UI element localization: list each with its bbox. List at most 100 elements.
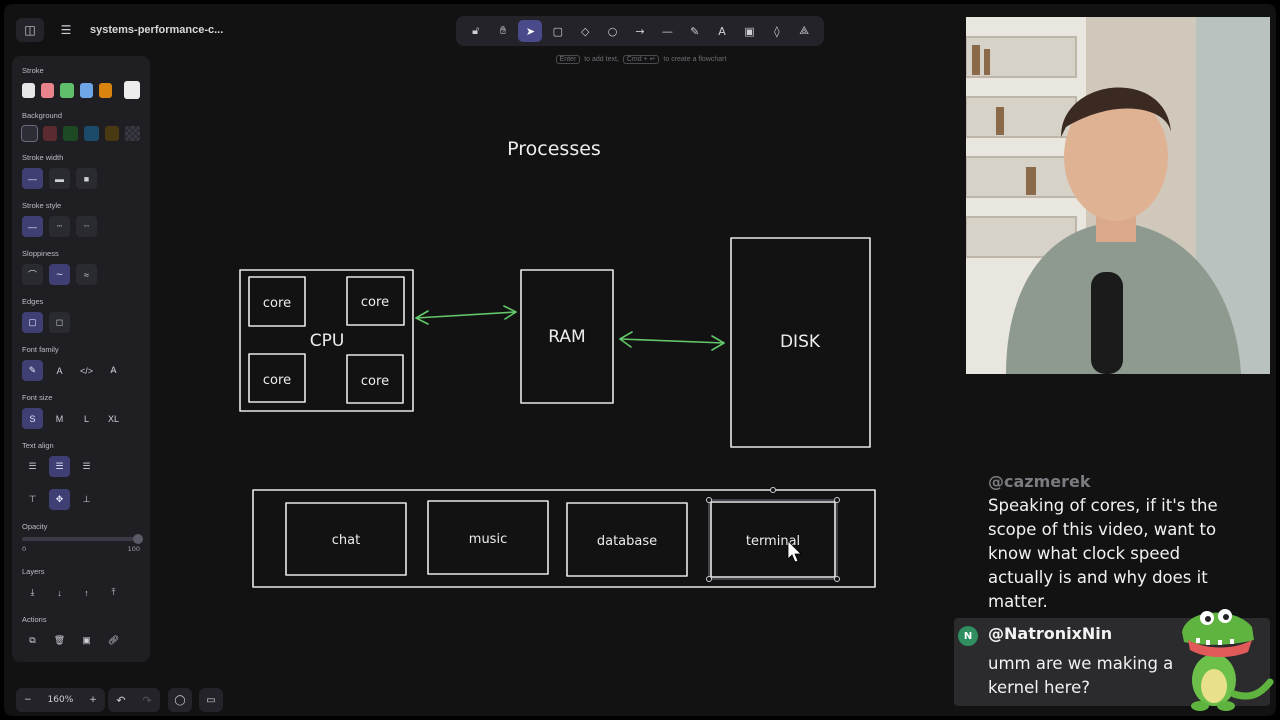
hint-text-add: to add text, bbox=[584, 56, 619, 63]
redo-icon[interactable]: ↷ bbox=[142, 693, 152, 707]
comment-button[interactable]: ◯ bbox=[168, 688, 192, 712]
stroke-width-extra-bold-button[interactable]: ■ bbox=[76, 168, 97, 189]
sloppiness-cartoonist-button[interactable]: ≈ bbox=[76, 264, 97, 285]
core-label: core bbox=[361, 295, 389, 310]
text-align-label: Text align bbox=[22, 441, 54, 450]
text-tool[interactable]: A bbox=[710, 20, 734, 42]
selection-icon: ➤ bbox=[525, 24, 536, 38]
font-size-s-button[interactable]: S bbox=[22, 408, 43, 429]
stroke-style-dashed-button[interactable]: ┄ bbox=[49, 216, 70, 237]
opacity-slider[interactable] bbox=[22, 534, 143, 544]
stroke-width-thin-button[interactable]: — bbox=[22, 168, 43, 189]
stroke-color-swatch[interactable] bbox=[98, 82, 113, 98]
send-to-back-button[interactable]: ⤓ bbox=[30, 587, 35, 597]
text-icon: A bbox=[718, 24, 726, 38]
diamond-tool[interactable]: ◇ bbox=[573, 20, 597, 42]
diamond-icon: ◇ bbox=[580, 24, 590, 38]
align-left-button[interactable]: ☰ bbox=[28, 461, 37, 471]
sloppiness-architect-button[interactable]: ⌒ bbox=[22, 264, 43, 285]
library-button[interactable]: ◫ bbox=[16, 18, 44, 42]
stroke-color-swatch[interactable] bbox=[22, 82, 36, 98]
shape-toolbar: 🔓︎ ✋︎ ➤ ▢ ◇ ○ → — ✎ A ▣◊⟁ bbox=[456, 16, 824, 46]
process-box-database bbox=[566, 502, 688, 577]
font-normal-button[interactable]: A bbox=[56, 365, 63, 376]
background-color-swatch[interactable] bbox=[84, 126, 99, 141]
background-color-swatch[interactable] bbox=[21, 125, 38, 142]
process-container bbox=[252, 489, 876, 588]
bring-to-front-button[interactable]: ⤒ bbox=[111, 587, 116, 597]
core-box-3 bbox=[248, 353, 306, 403]
stroke-color-swatch[interactable] bbox=[79, 82, 93, 98]
process-label-chat: chat bbox=[332, 533, 360, 548]
duplicate-button[interactable]: ⧉ bbox=[29, 635, 36, 645]
stroke-label: Stroke bbox=[22, 66, 44, 75]
webcam-video bbox=[966, 17, 1270, 374]
stroke-width-bold-button[interactable]: ▬ bbox=[49, 168, 70, 189]
menu-button[interactable]: ☰ bbox=[52, 18, 80, 42]
core-box-4 bbox=[346, 354, 404, 404]
rectangle-tool[interactable]: ▢ bbox=[546, 20, 570, 42]
sloppiness-artist-button[interactable]: ∼ bbox=[49, 264, 70, 285]
valign-middle-button[interactable]: ✥ bbox=[49, 489, 70, 510]
stroke-color-swatch[interactable] bbox=[41, 82, 55, 98]
image-tool[interactable]: ▣ bbox=[737, 20, 761, 42]
zoom-out-button[interactable]: − bbox=[24, 695, 32, 705]
background-transparent-swatch[interactable] bbox=[125, 126, 141, 141]
feedback-button[interactable]: ▭ bbox=[199, 688, 223, 712]
font-size-m-button[interactable]: M bbox=[55, 413, 64, 424]
line-icon: — bbox=[661, 24, 673, 38]
stroke-color-swatch[interactable] bbox=[60, 82, 74, 98]
document-title[interactable]: systems-performance-c... bbox=[90, 24, 224, 36]
font-more-button[interactable]: 𝖠 bbox=[110, 365, 117, 375]
pencil-icon: ✎ bbox=[28, 365, 37, 375]
stroke-style-solid-button[interactable]: — bbox=[22, 216, 43, 237]
selection-tool[interactable]: ➤ bbox=[518, 20, 543, 42]
ellipse-icon: ○ bbox=[607, 24, 618, 38]
line-tool[interactable]: — bbox=[655, 20, 679, 42]
valign-bottom-button[interactable]: ⊥ bbox=[82, 494, 91, 504]
bring-forward-button[interactable]: ↑ bbox=[84, 587, 89, 598]
process-box-chat bbox=[285, 502, 407, 576]
background-color-swatch[interactable] bbox=[104, 126, 120, 141]
eraser-tool[interactable]: ◊ bbox=[765, 20, 789, 42]
more-tools[interactable]: ⟁ bbox=[792, 20, 816, 42]
edges-sharp-button[interactable]: ▢ bbox=[22, 312, 43, 333]
font-code-button[interactable]: </> bbox=[79, 365, 93, 376]
opacity-slider-knob[interactable] bbox=[133, 534, 143, 544]
lock-tool[interactable]: 🔓︎ bbox=[464, 20, 488, 42]
font-hand-drawn-button[interactable]: ✎ bbox=[22, 360, 43, 381]
align-center-button[interactable]: ☰ bbox=[49, 456, 70, 477]
arrow-tool[interactable]: → bbox=[628, 20, 652, 42]
background-label: Background bbox=[22, 111, 63, 120]
zoom-in-button[interactable]: + bbox=[89, 695, 97, 705]
ellipse-tool[interactable]: ○ bbox=[601, 20, 625, 42]
hand-tool[interactable]: ✋︎ bbox=[491, 20, 515, 42]
draw-tool[interactable]: ✎ bbox=[683, 20, 707, 42]
layers-label: Layers bbox=[22, 567, 45, 576]
arrow-cpu-ram bbox=[415, 311, 517, 319]
background-color-swatch[interactable] bbox=[63, 126, 79, 141]
stroke-style-dotted-button[interactable]: ┈ bbox=[76, 216, 97, 237]
link-button[interactable]: 🔗︎ bbox=[107, 635, 120, 645]
edges-round-button[interactable]: ◻ bbox=[49, 312, 70, 333]
stroke-current-color[interactable] bbox=[124, 81, 140, 99]
delete-button[interactable]: 🗑︎ bbox=[53, 635, 66, 645]
align-right-button[interactable]: ☰ bbox=[82, 461, 91, 471]
chat-message: umm are we making a kernel here? bbox=[988, 654, 1174, 697]
zoom-controls: − 160% + bbox=[16, 688, 105, 712]
send-backward-button[interactable]: ↓ bbox=[57, 587, 62, 598]
valign-top-button[interactable]: ⊤ bbox=[28, 494, 37, 504]
stroke-style-label: Stroke style bbox=[22, 201, 62, 210]
group-button[interactable]: ▣ bbox=[82, 635, 91, 645]
hand-icon: ✋︎ bbox=[499, 24, 507, 37]
font-size-l-button[interactable]: L bbox=[83, 413, 89, 424]
cpu-box bbox=[239, 269, 414, 412]
process-label-terminal: terminal bbox=[746, 534, 800, 549]
background-color-swatch[interactable] bbox=[42, 126, 58, 141]
font-size-xl-button[interactable]: XL bbox=[107, 413, 119, 424]
ram-box bbox=[520, 269, 614, 404]
zoom-level[interactable]: 160% bbox=[47, 695, 74, 705]
live-chat-overlay: @cazmerek Speaking of cores, if it's the… bbox=[954, 472, 1276, 712]
undo-icon[interactable]: ↶ bbox=[116, 693, 126, 707]
drawing-canvas[interactable]: Processes CPU core core core core RAM DI… bbox=[4, 4, 964, 716]
